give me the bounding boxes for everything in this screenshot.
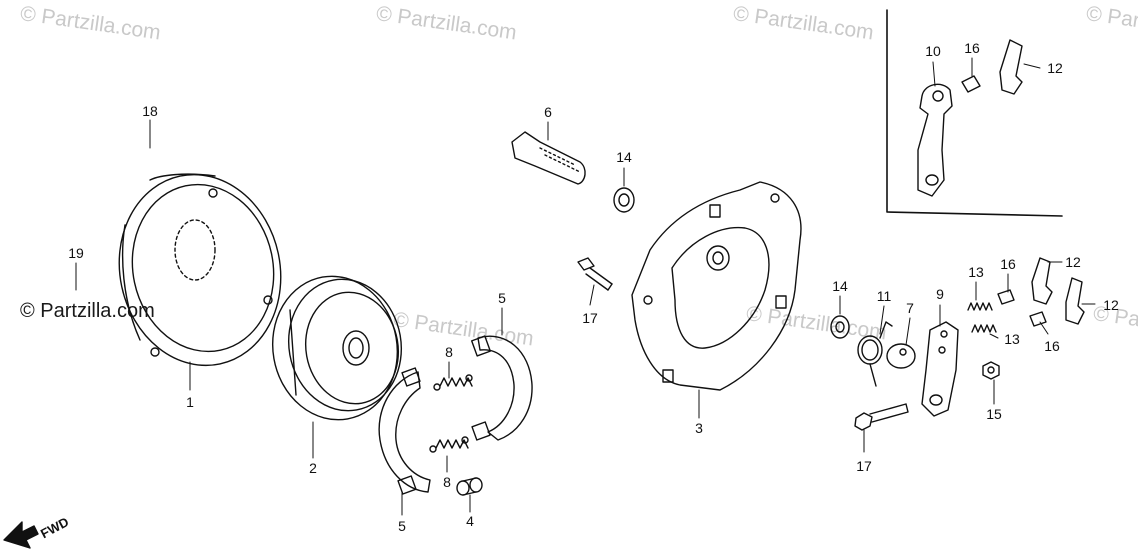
anchor-pin (456, 477, 483, 496)
brake-shoe-lower (378, 367, 431, 495)
inset-brake-arm (917, 83, 953, 197)
callout-part-2: 2 (309, 460, 317, 476)
brake-panel (631, 181, 802, 391)
cam-return-spring (857, 321, 893, 387)
brake-cam-shaft (511, 131, 586, 185)
callout-part-5: 5 (398, 518, 406, 534)
callout-part-8: 8 (445, 344, 453, 360)
callout-part-9: 9 (936, 286, 944, 302)
inset-frame (886, 9, 1063, 217)
adjusting-wing-nut-c (999, 39, 1023, 95)
callout-part-11: 11 (876, 288, 892, 304)
callout-part-4: 4 (466, 513, 474, 529)
adjusting-wing-nut-a (1031, 257, 1053, 305)
panel-bolt (577, 257, 613, 291)
callout-part-13: 13 (1004, 331, 1020, 347)
adjuster-pin-a (997, 289, 1015, 305)
arm-nut (982, 361, 1000, 380)
callout-part-12: 12 (1065, 254, 1081, 270)
adjuster-pin-b (1029, 311, 1047, 327)
shoe-return-spring-lower (429, 436, 469, 453)
callout-part-12: 12 (1047, 60, 1063, 76)
shoe-return-spring-upper (433, 374, 473, 391)
callout-part-5: 5 (498, 290, 506, 306)
callout-part-7: 7 (906, 300, 914, 316)
brake-drum-cover (118, 173, 282, 367)
callout-part-6: 6 (544, 104, 552, 120)
callout-part-16: 16 (1000, 256, 1016, 272)
callout-part-8: 8 (443, 474, 451, 490)
brake-drum-hub (271, 275, 403, 421)
callout-part-12: 12 (1103, 297, 1119, 313)
callout-part-14: 14 (832, 278, 848, 294)
forward-direction-icon (3, 521, 39, 549)
callout-part-1: 1 (186, 394, 194, 410)
adjusting-wing-nut-b (1065, 277, 1085, 325)
callout-part-16: 16 (964, 40, 980, 56)
callout-part-13: 13 (968, 264, 984, 280)
callout-part-17: 19 (68, 245, 84, 261)
callout-part-17: 18 (142, 103, 158, 119)
watermark-primary: © Partzilla.com (20, 300, 155, 322)
arm-bolt (854, 403, 909, 431)
callout-part-10: 10 (925, 43, 941, 59)
wear-indicator-plate (886, 343, 916, 369)
washer-upper (613, 187, 635, 213)
leader-lines (75, 57, 1096, 516)
callout-part-15: 15 (986, 406, 1002, 422)
callout-part-16: 16 (1044, 338, 1060, 354)
callout-part-19: 17 (582, 310, 598, 326)
brake-arm (921, 321, 959, 417)
brake-shoe-upper (470, 335, 533, 441)
washer-lower (830, 315, 850, 339)
callout-part-18: 17 (856, 458, 872, 474)
adjuster-spring-lower (971, 324, 997, 333)
adjuster-pin-c (961, 75, 981, 93)
adjuster-spring-upper (967, 302, 993, 311)
callout-part-3: 3 (695, 420, 703, 436)
callout-part-14: 14 (616, 149, 632, 165)
